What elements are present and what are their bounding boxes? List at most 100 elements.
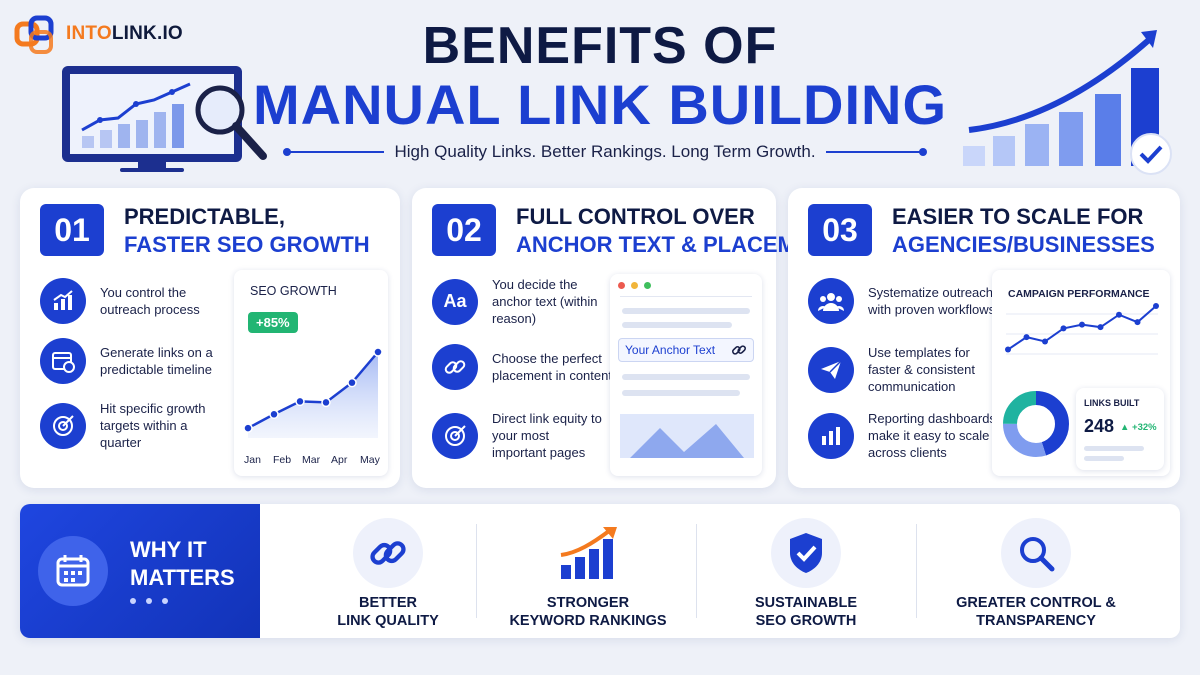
- shield-check-icon: [771, 518, 841, 588]
- campaign-point: [1153, 303, 1159, 309]
- links-built-change: ▲ +32%: [1120, 422, 1157, 433]
- seo-growth-panel: SEO GROWTH +85% Jan Feb Mar Apr May: [234, 270, 388, 476]
- seo-growth-line: [247, 351, 379, 430]
- month-tick-label: Feb: [273, 454, 292, 466]
- brand-logo[interactable]: INTOLINK.IO: [14, 14, 183, 54]
- rising-bars-icon: [553, 518, 623, 588]
- links-built-title: LINKS BUILT: [1084, 398, 1140, 408]
- chain-logo-icon: [14, 15, 54, 54]
- growth-chart-icon: [40, 278, 86, 324]
- carousel-dots[interactable]: [130, 598, 168, 604]
- card-title-line1: EASIER TO SCALE FOR: [892, 204, 1144, 229]
- month-tick-label: Mar: [302, 454, 321, 466]
- card-title-line1: PREDICTABLE,: [124, 204, 285, 229]
- campaign-line: [1007, 305, 1157, 351]
- benefit-label: GREATER CONTROL &TRANSPARENCY: [956, 595, 1116, 629]
- feature-item: Reporting dashboards make it easy to sca…: [808, 410, 996, 461]
- seo-growth-point: [321, 397, 331, 408]
- link-icon: [432, 344, 478, 390]
- donut-slice: [1003, 391, 1069, 457]
- anchor-text-label: Your Anchor Text: [625, 343, 716, 357]
- seo-growth-point: [347, 377, 357, 388]
- feature-item: Choose the perfect placement in content: [432, 344, 614, 390]
- target-icon: [432, 412, 478, 459]
- feature-text: Choose the perfect placement in content: [492, 351, 612, 383]
- seo-growth-point: [373, 347, 383, 357]
- feature-text: You control the outreach process: [100, 285, 200, 317]
- month-tick-label: May: [360, 454, 380, 466]
- seo-growth-point: [269, 409, 279, 420]
- feature-item: Use templates for faster & consistent co…: [808, 344, 996, 395]
- seo-growth-point: [243, 423, 253, 433]
- tagline: High Quality Links. Better Rankings. Lon…: [394, 142, 816, 161]
- brand-name: INTOLINK.IO: [66, 23, 183, 44]
- feature-text: Systematize outreach with proven workflo…: [868, 285, 996, 317]
- month-tick-label: Apr: [331, 454, 348, 466]
- growth-badge: +85%: [248, 312, 298, 333]
- seo-growth-point: [295, 396, 305, 407]
- feature-text: You decide the anchor text (within reaso…: [492, 277, 598, 326]
- bar-chart-icon: [808, 412, 854, 459]
- benefit-card-1: 01 PREDICTABLE, FASTER SEO GROWTH You co…: [20, 188, 400, 488]
- feature-text: Direct link equity to your most importan…: [492, 411, 602, 460]
- benefit-card-2: 02 FULL CONTROL OVER ANCHOR TEXT & PLACE…: [412, 188, 840, 488]
- campaign-donut-chart: [1003, 391, 1069, 457]
- month-axis: Jan Feb Mar Apr May: [234, 454, 388, 470]
- seo-growth-area: [248, 352, 378, 438]
- panel-title: CAMPAIGN PERFORMANCE: [1008, 288, 1150, 300]
- link-icon: [353, 518, 423, 588]
- campaign-point: [1042, 338, 1048, 345]
- card-title-line2: ANCHOR TEXT & PLACEMENT: [516, 232, 840, 257]
- card-title-line2: AGENCIES/BUSINESSES: [892, 232, 1155, 257]
- content-mockup-panel: Your Anchor Text: [610, 274, 762, 476]
- feature-item: Direct link equity to your most importan…: [432, 410, 602, 461]
- links-built-value: 248: [1084, 416, 1115, 436]
- divider-line: [476, 524, 477, 618]
- divider-line: [696, 524, 697, 618]
- target-icon: [40, 402, 86, 449]
- calendar-clock-icon: [40, 338, 86, 384]
- page-title-line2: MANUAL LINK BUILDING: [252, 73, 948, 136]
- team-icon: [808, 278, 854, 324]
- card-title-line2: FASTER SEO GROWTH: [124, 232, 370, 257]
- font-aa-icon: Aa: [432, 278, 478, 325]
- benefit-control-transparency: GREATER CONTROL &TRANSPARENCY: [928, 504, 1144, 638]
- campaign-point: [1079, 321, 1085, 328]
- benefit-card-3: 03 EASIER TO SCALE FOR AGENCIES/BUSINESS…: [788, 188, 1180, 488]
- feature-item: Hit specific growth targets within a qua…: [40, 400, 228, 451]
- divider-line: [825, 148, 928, 156]
- growth-bars-icon: [963, 30, 1172, 175]
- divider-line: [916, 524, 917, 618]
- card-number: 01: [40, 204, 104, 256]
- campaign-point: [1005, 346, 1011, 353]
- monitor-analytics-icon: [62, 66, 267, 172]
- campaign-point: [1097, 324, 1104, 331]
- tagline-row: High Quality Links. Better Rankings. Lon…: [282, 142, 928, 162]
- feature-item: You control the outreach process: [40, 278, 228, 324]
- anchor-text-link[interactable]: Your Anchor Text: [618, 338, 754, 362]
- card-number: 02: [432, 204, 496, 256]
- feature-item: Generate links on a predictable timeline: [40, 338, 228, 384]
- feature-text: Reporting dashboards make it easy to sca…: [868, 411, 996, 460]
- links-built-widget: LINKS BUILT 248 ▲ +32%: [1076, 388, 1164, 470]
- panel-title: SEO GROWTH: [250, 284, 337, 298]
- window-dots: [618, 282, 651, 289]
- donut-slice: [1003, 391, 1069, 457]
- card-title-line1: FULL CONTROL OVER: [516, 204, 755, 229]
- seo-growth-chart: [243, 347, 383, 438]
- month-tick-label: Jan: [244, 454, 261, 466]
- feature-item: Systematize outreach with proven workflo…: [808, 278, 996, 324]
- card-number: 03: [808, 204, 872, 256]
- campaign-point: [1023, 334, 1030, 341]
- feature-text: Use templates for faster & consistent co…: [868, 345, 975, 394]
- link-icon: [732, 345, 746, 355]
